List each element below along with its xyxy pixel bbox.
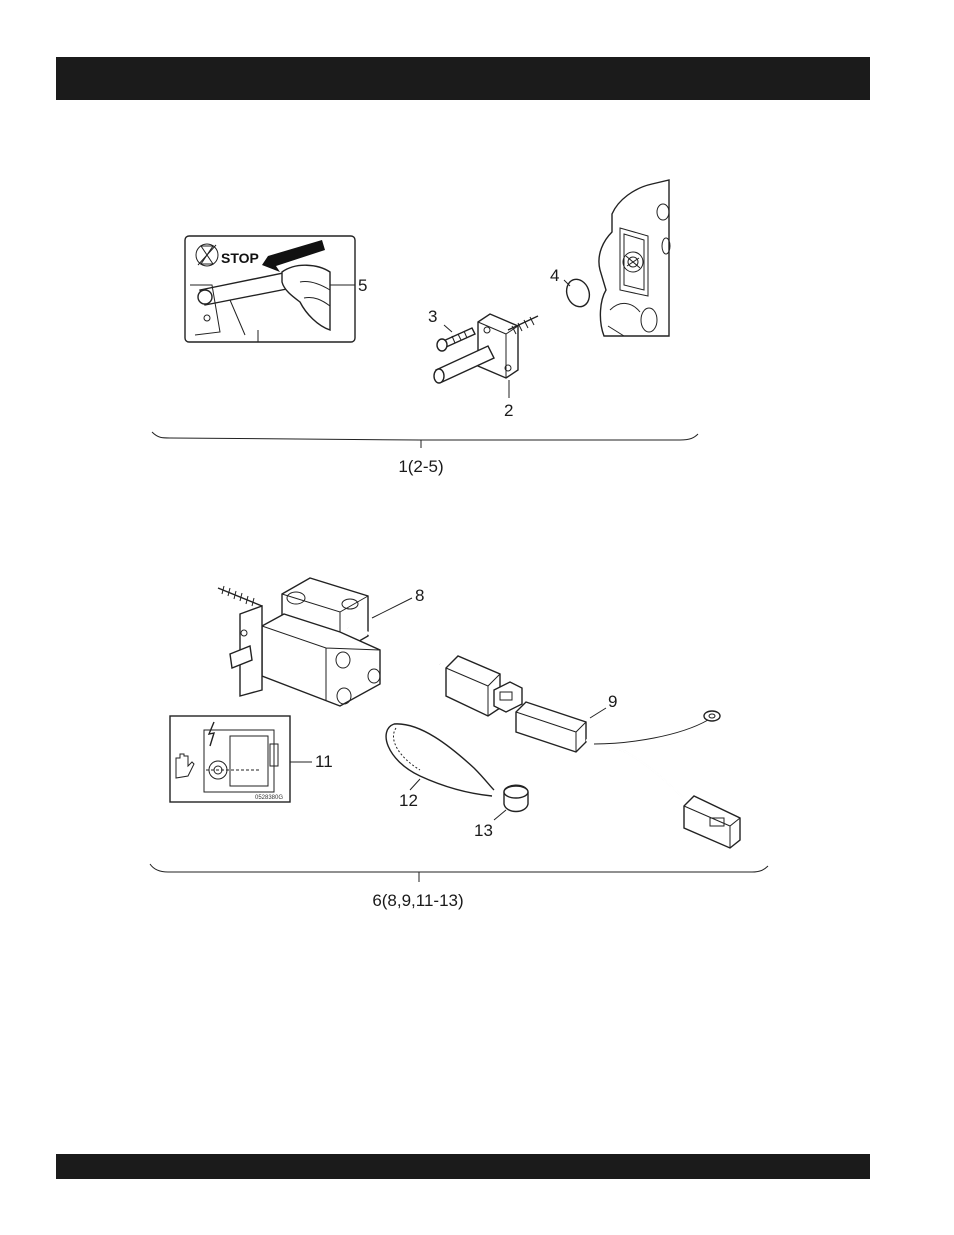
o-ring	[563, 276, 593, 310]
group-label-bottom: 6(8,9,11-13)	[372, 891, 463, 910]
callout-2: 2	[504, 401, 513, 420]
wire-harness	[516, 702, 740, 848]
inset-code: 0528380G	[255, 795, 283, 801]
bolt	[437, 328, 475, 351]
callout-12: 12	[399, 791, 418, 810]
engine-housing	[599, 180, 670, 336]
lightning-icon	[209, 722, 214, 746]
callout-8: 8	[415, 586, 424, 605]
callout-13: 13	[474, 821, 493, 840]
callout-11: 11	[315, 752, 333, 771]
group-label-top: 1(2-5)	[398, 457, 443, 476]
lead-seal	[504, 785, 528, 811]
stop-solenoid-flange	[434, 314, 538, 383]
callout-5: 5	[358, 276, 367, 295]
hourglass-icon	[196, 244, 218, 266]
stop-label-inset: STOP	[185, 236, 355, 342]
callout-9: 9	[608, 692, 617, 711]
callout-3: 3	[428, 307, 437, 326]
wire-seal	[386, 724, 494, 796]
callout-4: 4	[550, 266, 559, 285]
warning-label-inset: 0528380G	[170, 716, 290, 802]
stop-solenoid	[218, 578, 522, 716]
stop-text: STOP	[221, 250, 259, 266]
hand-icon	[176, 754, 194, 778]
